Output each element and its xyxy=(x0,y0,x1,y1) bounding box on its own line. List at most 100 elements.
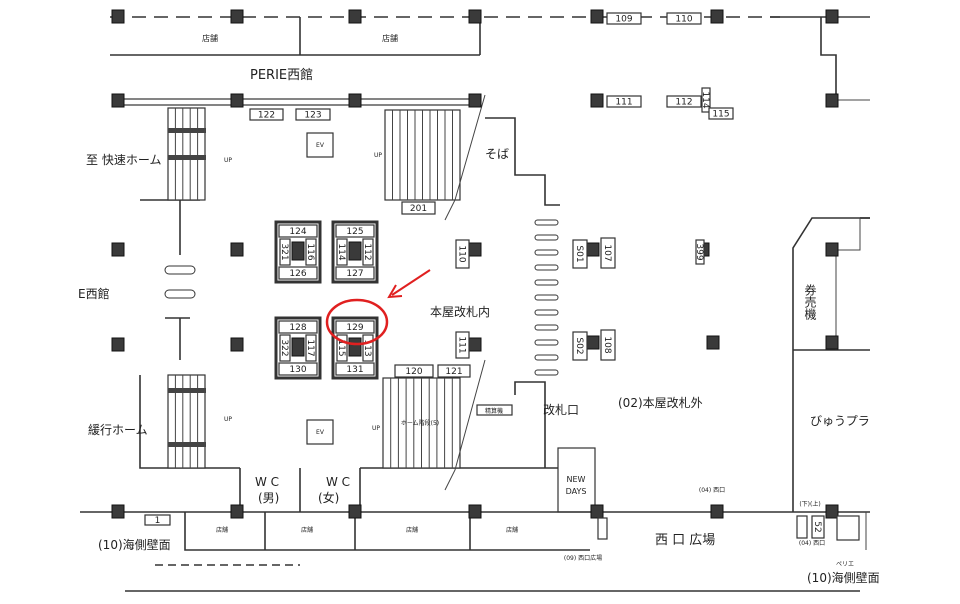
location-box-S02[interactable] xyxy=(572,331,588,361)
elevator xyxy=(306,419,334,445)
location-number: 113 xyxy=(362,339,372,356)
location-number: 114 xyxy=(336,243,346,260)
inside-gate-label: 本屋改札内 xyxy=(430,305,490,319)
pillar xyxy=(825,9,839,24)
location-number: 1 xyxy=(155,516,161,526)
wc-men-label: W C xyxy=(255,475,279,489)
location-box-130[interactable] xyxy=(278,362,318,376)
fare-adjust-label: 精算機 xyxy=(485,407,503,415)
elevator-label: EV xyxy=(316,142,325,149)
location-box-S01[interactable] xyxy=(572,239,588,269)
perie-label: ペリエ xyxy=(836,561,854,568)
pillar xyxy=(230,504,244,519)
pillar xyxy=(230,9,244,24)
location-number: 115 xyxy=(336,339,346,356)
location-box-122[interactable] xyxy=(249,108,284,121)
shop-label: 店舗 xyxy=(382,33,398,43)
location-number: 108 xyxy=(602,336,612,353)
location-box-129[interactable] xyxy=(335,320,375,334)
pillar xyxy=(111,504,125,519)
location-number: 321 xyxy=(279,243,289,260)
location-number: 109 xyxy=(615,15,632,25)
location-number: 123 xyxy=(304,111,321,121)
location-box-110[interactable] xyxy=(455,239,470,269)
location-number: 129 xyxy=(346,323,363,333)
location-number: S02 xyxy=(574,337,584,354)
location-box-125[interactable] xyxy=(335,224,375,238)
location-box-108[interactable] xyxy=(600,329,616,361)
location-box-321[interactable] xyxy=(279,238,291,266)
location-box-121[interactable] xyxy=(437,364,471,378)
location-number: 112 xyxy=(675,98,692,108)
pillar xyxy=(111,242,125,257)
pillar xyxy=(111,337,125,352)
location-box-120[interactable] xyxy=(394,364,434,378)
wc-women-label: W C xyxy=(326,475,350,489)
shop-label: 店舗 xyxy=(202,33,218,43)
location-number: 122 xyxy=(258,111,275,121)
location-box-1[interactable] xyxy=(144,514,171,526)
location-box-124[interactable] xyxy=(278,224,318,238)
view-plaza-label: びゅうプラ xyxy=(810,414,870,428)
location-number: 117 xyxy=(305,339,315,356)
location-box-109[interactable] xyxy=(606,12,642,25)
location-box-112[interactable] xyxy=(666,95,702,108)
location-box-127[interactable] xyxy=(335,266,375,280)
location-box-111[interactable] xyxy=(455,331,470,359)
location-number: 52 xyxy=(812,521,822,532)
location-box-113[interactable] xyxy=(362,334,374,362)
ticket-gate-lane xyxy=(534,279,559,286)
ticket-gate-lane xyxy=(534,249,559,256)
ticket-gate-lane xyxy=(534,324,559,331)
location-box-116[interactable] xyxy=(305,238,317,266)
location-number: 114 xyxy=(700,91,710,108)
pillar xyxy=(710,9,724,24)
location-box-115[interactable] xyxy=(336,334,348,362)
location-box-112[interactable] xyxy=(362,238,374,266)
location-box-131[interactable] xyxy=(335,362,375,376)
location-number: 120 xyxy=(405,367,422,377)
pillar xyxy=(825,93,839,108)
location-number: 130 xyxy=(289,365,306,375)
pillar xyxy=(348,9,362,24)
highlight-circle xyxy=(325,298,389,346)
location-box-126[interactable] xyxy=(278,266,318,280)
pillar xyxy=(590,93,604,108)
location-box-110[interactable] xyxy=(666,12,702,25)
location-number: 125 xyxy=(346,227,363,237)
pillar xyxy=(825,242,839,257)
location-number: 201 xyxy=(410,204,427,214)
up-label: UP xyxy=(372,425,380,432)
location-box-117[interactable] xyxy=(305,334,317,362)
location-box-114[interactable] xyxy=(701,87,711,113)
location-box-115[interactable] xyxy=(708,107,734,120)
location-box-201[interactable] xyxy=(401,201,436,215)
location-box-399[interactable] xyxy=(695,239,705,265)
pillar xyxy=(111,93,125,108)
up-label: UP xyxy=(374,152,382,159)
location-box-128[interactable] xyxy=(278,320,318,334)
pillar xyxy=(111,9,125,24)
pillar xyxy=(468,9,482,24)
pillar xyxy=(348,504,362,519)
location-box-111[interactable] xyxy=(606,95,642,108)
pillar xyxy=(586,335,600,350)
location-box-123[interactable] xyxy=(295,108,331,121)
sea-wall-label: (10)海側壁面 xyxy=(98,537,171,552)
pillar xyxy=(710,504,724,519)
sea-wall-label: (10)海側壁面 xyxy=(807,570,880,585)
ticket-gate-lane xyxy=(534,294,559,301)
location-box-107[interactable] xyxy=(600,237,616,269)
ticket-machine-label: 券売機 xyxy=(803,283,817,320)
ticket-gate-lane xyxy=(534,339,559,346)
location-box-114[interactable] xyxy=(336,238,348,266)
pillar xyxy=(468,504,482,519)
pillar xyxy=(468,242,482,257)
location-number: 399 xyxy=(694,243,704,260)
west-exit-label: (04) 西口 xyxy=(799,540,825,547)
location-number: 115 xyxy=(712,110,729,120)
location-box-322[interactable] xyxy=(279,334,291,362)
location-box-52[interactable] xyxy=(811,515,825,539)
west-exit-label: (04) 西口 xyxy=(699,487,725,494)
